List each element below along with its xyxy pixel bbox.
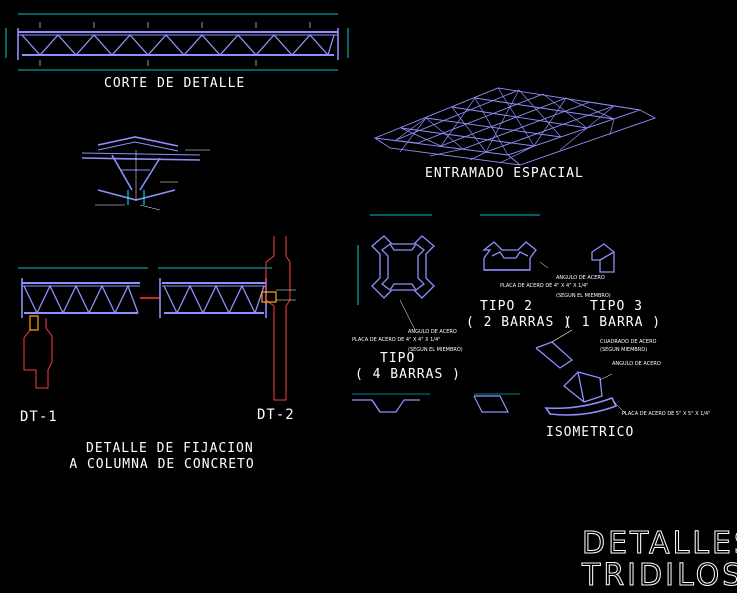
sheet-title-line1: DETALLES xyxy=(582,526,737,561)
isometrico-title: ISOMETRICO xyxy=(546,425,635,440)
iso-note-cuadrado: CUADRADO DE ACERO xyxy=(600,339,657,345)
iso-note-miembro: (SEGUN MIEMBRO) xyxy=(600,347,648,353)
isometrico-view xyxy=(535,329,627,416)
tipo3-section xyxy=(591,243,615,273)
node-detail-view xyxy=(81,136,210,211)
fijacion-right-truss xyxy=(158,236,296,401)
tipo1-note-miembro: (SEGUN EL MIEMBRO) xyxy=(408,347,463,353)
entramado-title: ENTRAMADO ESPACIAL xyxy=(425,166,584,181)
tipo1-note-angulo: ANGULO DE ACERO xyxy=(408,329,457,335)
fijacion-left-truss xyxy=(18,267,160,389)
tipo1-title: TIPO xyxy=(380,351,416,366)
iso-note-placa: PLACA DE ACERO DE 5" X 5" X 1/4" xyxy=(622,411,711,417)
corte-title: CORTE DE DETALLE xyxy=(104,76,246,91)
corte-de-detalle-view xyxy=(5,13,349,71)
tipo3-subtitle: ( 1 BARRA ) xyxy=(564,315,662,330)
iso-note-angulo: ANGULO DE ACERO xyxy=(612,361,661,367)
fijacion-title-line2: A COLUMNA DE CONCRETO xyxy=(69,457,255,472)
tipo2-subtitle: ( 2 BARRAS ) xyxy=(466,315,572,330)
dt1-label: DT-1 xyxy=(20,409,58,425)
tipo1-note-placa: PLACA DE ACERO DE 4" X 4" X 1/4" xyxy=(352,337,441,343)
tipo2-note-placa: PLACA DE ACERO DE 4" X 4" X 1/4" xyxy=(500,283,589,289)
fijacion-title-line1: DETALLE DE FIJACION xyxy=(86,441,254,456)
sheet-title-line2: TRIDILOSA xyxy=(581,558,737,593)
tipo2-title: TIPO 2 xyxy=(480,299,533,314)
tipo3-title: TIPO 3 xyxy=(590,299,643,314)
dt2-label: DT-2 xyxy=(257,407,295,423)
tipo3-note-angulo: ANGULO DE ACERO xyxy=(556,275,605,281)
tipo2-note-miembro: (SEGUN EL MIEMBRO) xyxy=(556,293,611,299)
tipo1-subtitle: ( 4 BARRAS ) xyxy=(355,367,461,382)
entramado-espacial-view xyxy=(373,87,657,166)
tipo2-section xyxy=(473,214,549,413)
tipo1-section xyxy=(352,214,435,413)
